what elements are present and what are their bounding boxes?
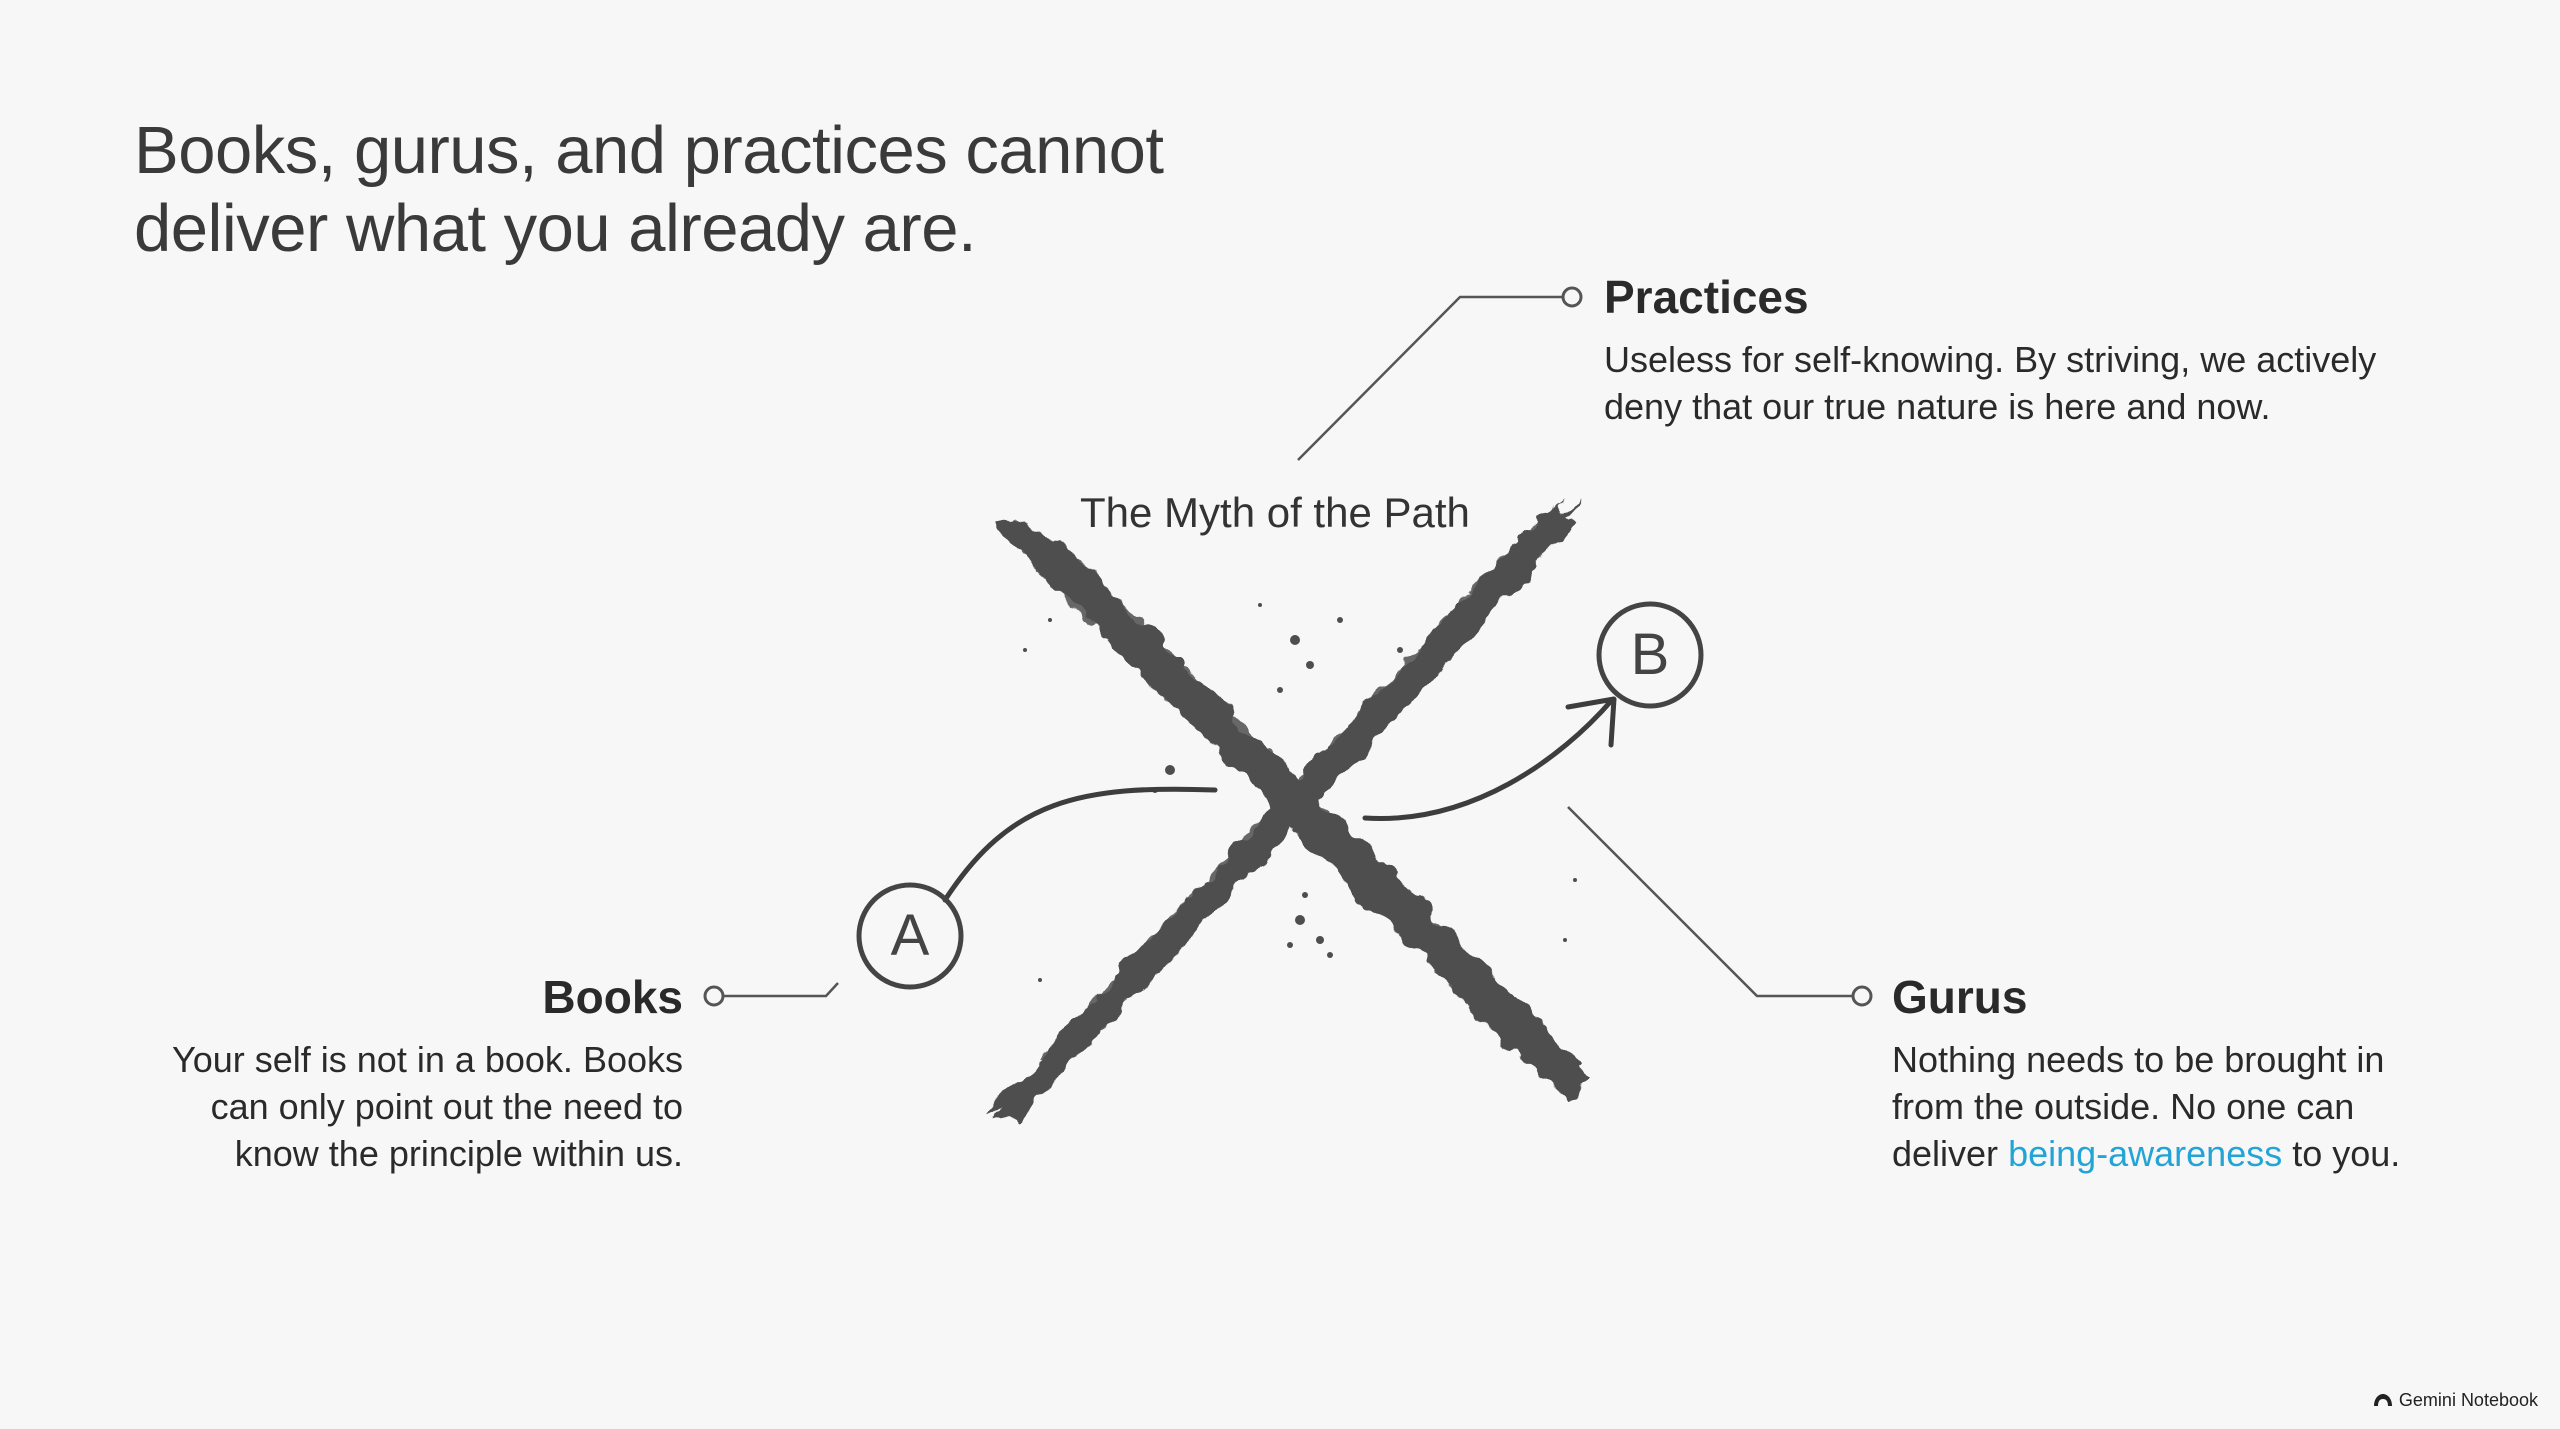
books-connector xyxy=(703,982,839,1007)
books-line-1: Your self is not in a book. Books xyxy=(172,1039,683,1080)
gurus-line-3-prefix: deliver xyxy=(1892,1133,2009,1174)
crossed-out-x-icon xyxy=(990,500,1590,1125)
node-b-label: B xyxy=(1630,622,1670,687)
gurus-line-3: deliver being-awareness to you. xyxy=(1892,1130,2532,1177)
books-line-2: can only point out the need to xyxy=(210,1086,683,1127)
path-arrow xyxy=(942,697,1615,903)
title-line-2: deliver what you already are. xyxy=(134,191,977,266)
practices-line-1: Useless for self-knowing. By striving, w… xyxy=(1604,339,2377,380)
practices-line-2: deny that our true nature is here and no… xyxy=(1604,386,2271,427)
practices-heading: Practices xyxy=(1604,271,1809,323)
practices-description: Useless for self-knowing. By striving, w… xyxy=(1604,336,2504,430)
notebook-logo-icon xyxy=(2373,1394,2392,1406)
diagram-center-label: The Myth of the Path xyxy=(1080,489,1470,536)
practices-connector xyxy=(1297,286,1583,461)
gurus-line-3-suffix: to you. xyxy=(2282,1133,2401,1174)
gurus-heading: Gurus xyxy=(1892,971,2028,1023)
slide-title: Books, gurus, and practices cannot deliv… xyxy=(134,112,1334,268)
being-awareness-highlight: being-awareness xyxy=(2008,1133,2283,1174)
gurus-connector xyxy=(1567,806,1873,1007)
node-a-circle xyxy=(856,882,964,990)
node-a-label: A xyxy=(890,903,930,968)
brand-label: Gemini Notebook xyxy=(2398,1390,2538,1410)
title-line-1: Books, gurus, and practices cannot xyxy=(134,113,1164,188)
books-line-3: know the principle within us. xyxy=(234,1133,683,1174)
node-b-circle xyxy=(1596,601,1704,709)
gurus-description: Nothing needs to be brought in from the … xyxy=(1892,1036,2532,1177)
brand-watermark: Gemini Notebook xyxy=(2373,1389,2538,1411)
arrow-head-icon xyxy=(1565,696,1617,748)
books-description: Your self is not in a book. Books can on… xyxy=(83,1036,683,1177)
books-heading: Books xyxy=(542,971,683,1023)
gurus-line-2: from the outside. No one can xyxy=(1892,1086,2355,1127)
gurus-line-1: Nothing needs to be brought in xyxy=(1892,1039,2385,1080)
